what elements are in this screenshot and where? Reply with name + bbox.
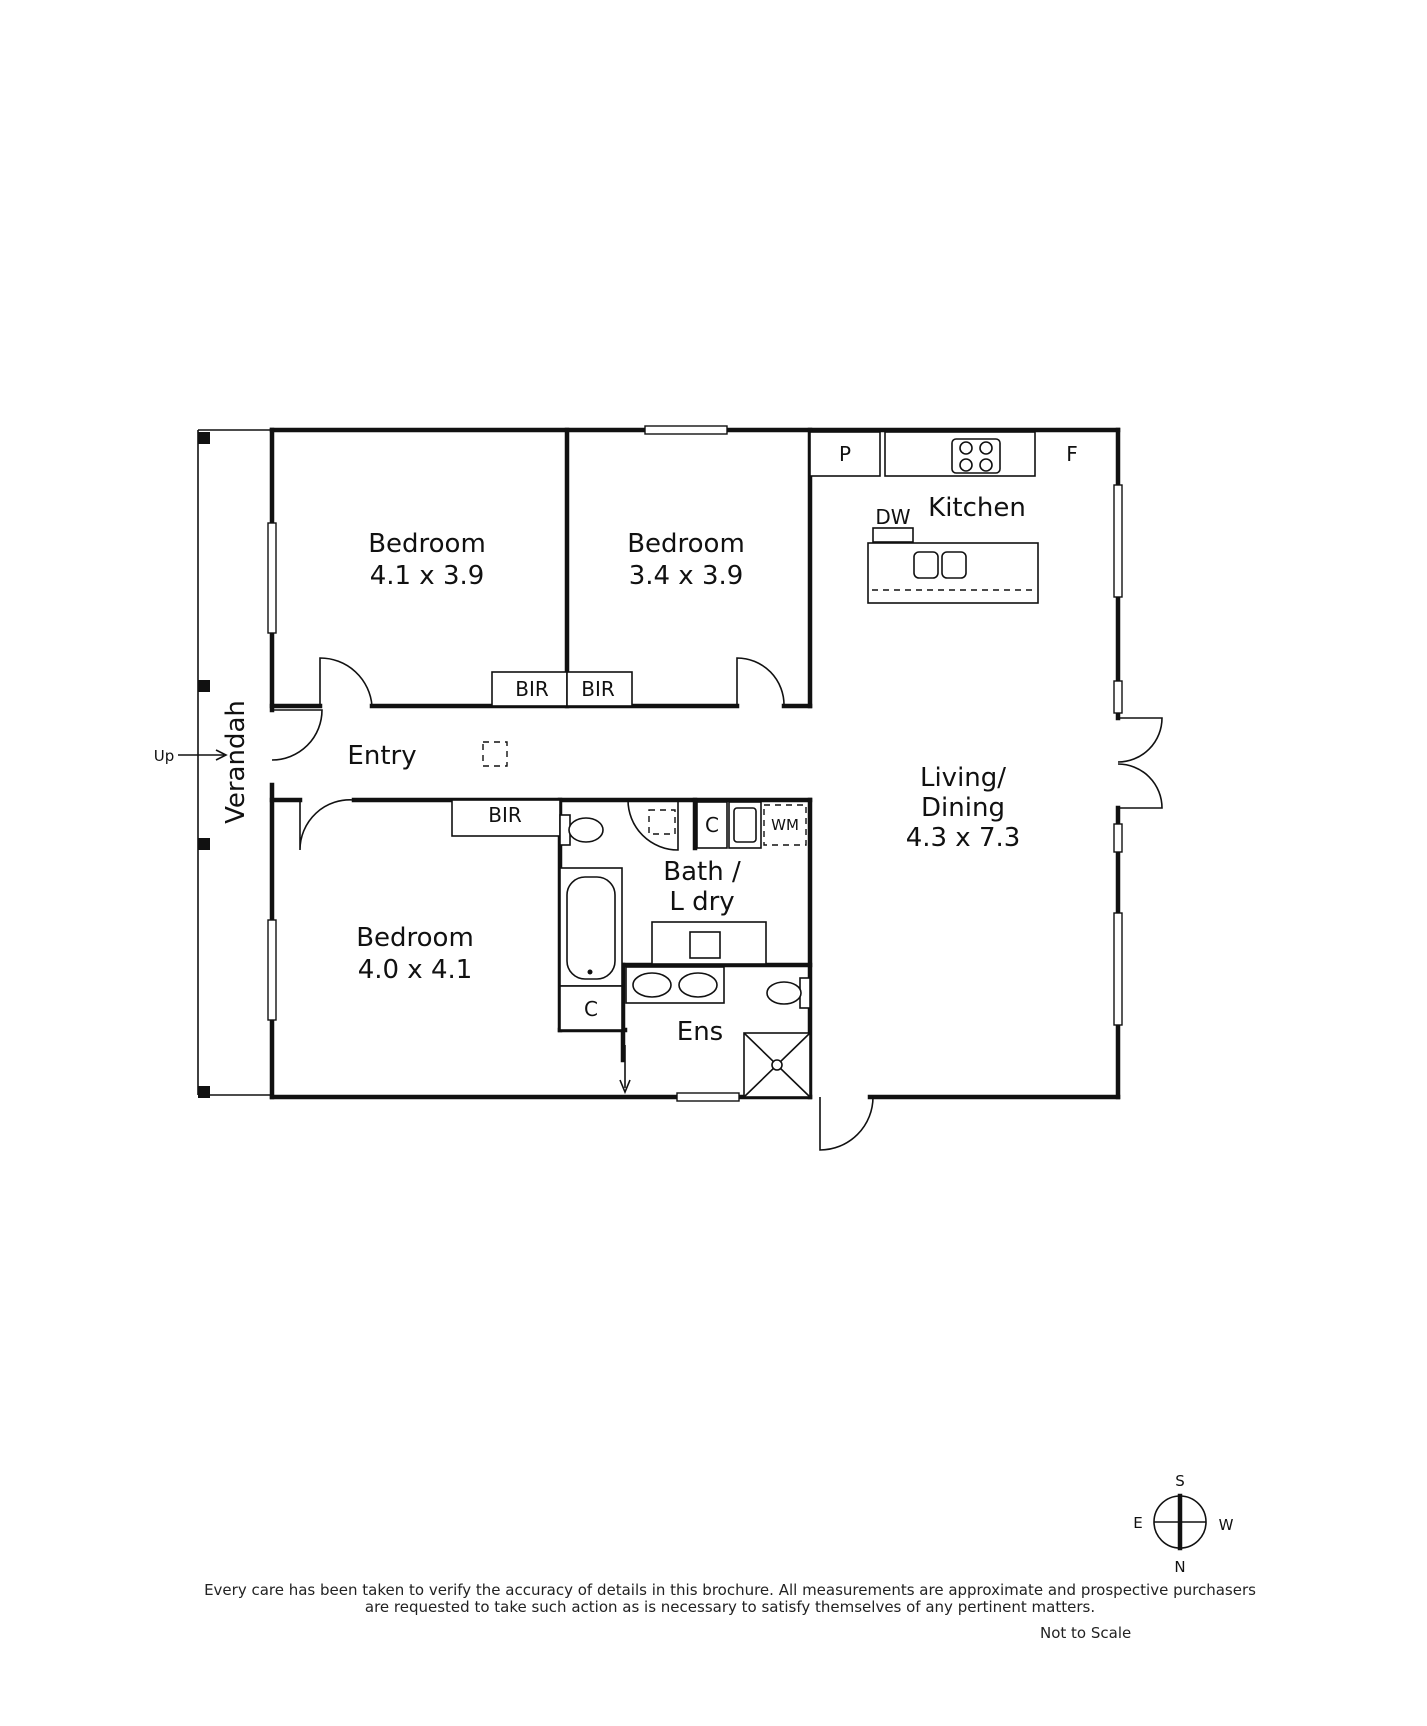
toilet-icon	[568, 817, 604, 843]
windows	[267, 425, 1123, 1102]
ensuite-fixtures	[625, 966, 811, 1098]
basin-left	[632, 972, 672, 998]
entry-label: Entry	[347, 741, 416, 771]
compass-west: W	[1219, 1516, 1234, 1534]
shower-drain-icon	[771, 1059, 783, 1071]
basin-icon	[689, 931, 721, 959]
dishwasher-label: DW	[875, 505, 910, 529]
bir-bedroom1	[491, 671, 568, 707]
living-label-line2: Dining	[921, 793, 1005, 823]
pantry-cupboard	[809, 431, 881, 477]
up-arrow-icon	[178, 749, 228, 761]
sink-icon	[913, 551, 939, 579]
verandah-label: Verandah	[221, 700, 251, 824]
bir-bedroom2-label: BIR	[581, 677, 615, 701]
bir-bedroom1-label: BIR	[515, 677, 549, 701]
ensuite-label: Ens	[677, 1017, 723, 1047]
disclaimer-line2: are requested to take such action as is …	[364, 1598, 1096, 1616]
kitchen-fixtures	[809, 431, 1039, 604]
cupboard-bath	[559, 985, 623, 1031]
compass-east: E	[1133, 1514, 1142, 1532]
cupboard-laundry	[696, 801, 728, 849]
bir-bedroom3-label: BIR	[488, 803, 522, 827]
up-label: Up	[154, 747, 175, 765]
dishwasher	[872, 527, 914, 543]
bath-fixtures	[482, 741, 807, 1031]
verandah	[197, 429, 270, 1098]
compass-south: S	[1175, 1472, 1185, 1490]
bedroom1-size: 4.1 x 3.9	[370, 561, 485, 591]
compass-north: N	[1174, 1558, 1185, 1576]
kitchen-label: Kitchen	[928, 493, 1026, 523]
bath-label-line2: L dry	[669, 887, 734, 917]
floor-waste-icon	[648, 809, 676, 835]
compass: S N E W	[1133, 1472, 1233, 1576]
fridge-label: F	[1066, 442, 1078, 466]
doors	[271, 657, 1163, 1151]
basin-right	[678, 972, 718, 998]
disclaimer-line1: Every care has been taken to verify the …	[204, 1581, 1256, 1599]
bir-bedroom2	[566, 671, 633, 707]
bedroom1-label: Bedroom	[368, 529, 486, 559]
built-in-robes	[451, 671, 633, 837]
cupboard-bath-label: C	[584, 997, 598, 1021]
washing-machine	[763, 804, 807, 846]
entry-skylight-icon	[482, 741, 508, 767]
cooktop-icon	[951, 438, 1001, 474]
pantry-label: P	[839, 442, 851, 466]
cupboard-laundry-label: C	[705, 813, 719, 837]
bedroom3-size: 4.0 x 4.1	[358, 955, 473, 985]
living-size: 4.3 x 7.3	[906, 823, 1021, 853]
bir-bedroom3	[451, 799, 561, 837]
washing-machine-label: WM	[771, 816, 799, 834]
not-to-scale-note: Not to Scale	[1040, 1624, 1132, 1642]
bedroom2-size: 3.4 x 3.9	[629, 561, 744, 591]
bath-label-line1: Bath /	[663, 857, 741, 887]
living-label-line1: Living/	[920, 763, 1006, 793]
bedroom2-label: Bedroom	[627, 529, 745, 559]
disclaimer: Every care has been taken to verify the …	[120, 1582, 1340, 1616]
bedroom3-label: Bedroom	[356, 923, 474, 953]
ens-toilet-icon	[766, 981, 802, 1005]
